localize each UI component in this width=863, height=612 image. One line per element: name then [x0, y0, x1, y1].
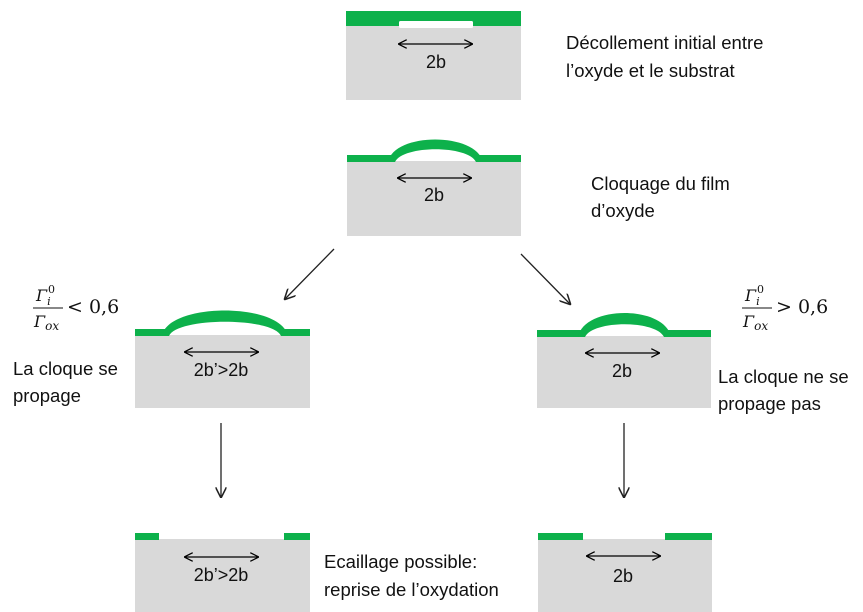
width-label: 2b [613, 566, 633, 586]
stage-initial-debonding: 2b [346, 11, 521, 100]
oxide-film-right [666, 330, 711, 337]
oxide-blister [388, 139, 483, 162]
substrate-block [537, 336, 711, 408]
criterion-denominator: Γox [742, 312, 768, 333]
oxide-film-right [284, 329, 310, 336]
criterion-right: Γi 0 Γox > 0,6 [742, 283, 828, 333]
criterion-denominator: Γox [33, 312, 59, 333]
caption-buckling-line-2: d’oxyde [591, 200, 655, 221]
stage-blister-propagates: 2b’>2b [135, 310, 310, 408]
oxide-film-left [135, 329, 166, 336]
oxide-film-right [665, 533, 712, 540]
width-label: 2b [426, 52, 446, 72]
stage-blister-not-propagating: 2b [537, 313, 711, 408]
oxide-film [346, 11, 521, 26]
caption-spalling-line-2: reprise de l’oxydation [324, 579, 499, 600]
arrow-to-right-branch [520, 253, 570, 304]
caption-initial-line-1: Décollement initial entre [566, 32, 763, 53]
oxide-blister [578, 313, 671, 337]
width-label: 2b [612, 361, 632, 381]
criterion-comparison: > 0,6 [776, 296, 828, 318]
oxide-film-left [538, 533, 583, 540]
criterion-comparison: < 0,6 [67, 296, 119, 318]
criterion-superscript: 0 [48, 283, 55, 296]
criterion-left: Γi 0 Γox < 0,6 [33, 283, 119, 333]
stage-buckling: 2b [347, 139, 521, 236]
oxide-film-left [537, 330, 583, 337]
criterion-numerator: Γi [744, 286, 760, 308]
oxide-film-right [284, 533, 310, 540]
caption-no-propagation-line-2: propage pas [718, 393, 821, 414]
oxide-film-left [135, 533, 159, 540]
caption-buckling-line-1: Cloquage du film [591, 173, 730, 194]
oxide-film-right [479, 155, 521, 162]
criterion-superscript: 0 [757, 283, 764, 296]
caption-spalling-line-1: Ecaillage possible: [324, 551, 477, 572]
caption-no-propagation-line-1: La cloque ne se [718, 366, 849, 387]
substrate-block [538, 539, 712, 612]
caption-propagates-line-1: La cloque se [13, 358, 118, 379]
width-label: 2b [424, 185, 444, 205]
debonding-gap [399, 21, 473, 28]
arrow-to-left-branch [285, 248, 335, 299]
stage-film-intact: 2b [538, 533, 712, 612]
oxide-blister [162, 310, 288, 336]
caption-propagates-line-2: propage [13, 385, 81, 406]
caption-initial-line-2: l’oxyde et le substrat [566, 60, 735, 81]
substrate-block [135, 539, 310, 612]
oxide-film-left [347, 155, 392, 162]
stage-spalling: 2b’>2b [135, 533, 310, 612]
criterion-numerator: Γi [35, 286, 51, 308]
width-label: 2b’>2b [194, 360, 249, 380]
substrate-block [346, 26, 521, 100]
substrate-block [135, 335, 310, 408]
width-label: 2b’>2b [194, 565, 249, 585]
